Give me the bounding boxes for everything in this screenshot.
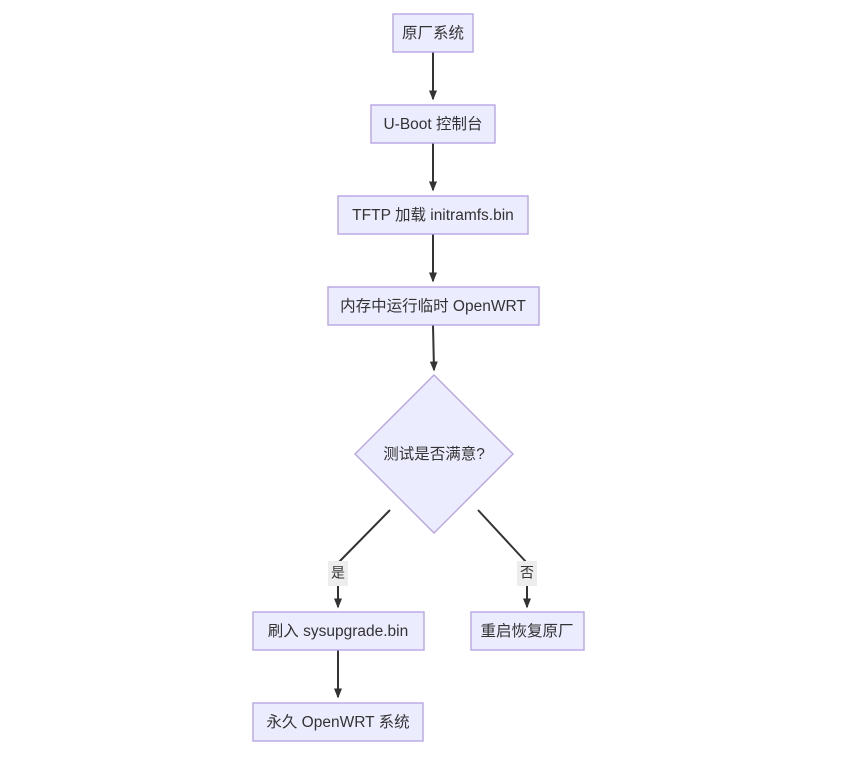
node-stock-system[interactable]: 原厂系统 (392, 13, 474, 53)
edge-label-yes-text: 是 (331, 565, 345, 581)
edge-decision-no-diagonal (477, 509, 528, 564)
node-uboot-console-label: U-Boot 控制台 (383, 115, 482, 133)
edge-ram-to-decision (429, 324, 438, 372)
node-stock-system-label: 原厂系统 (402, 24, 464, 42)
edge-decision-yes-diagonal (337, 509, 391, 564)
edge-label-yes: 是 (328, 561, 348, 586)
node-uboot-console[interactable]: U-Boot 控制台 (370, 104, 496, 144)
node-test-satisfied-decision-label: 测试是否满意? (383, 444, 485, 463)
node-reboot-restore-stock-label: 重启恢复原厂 (480, 622, 573, 640)
node-flash-sysupgrade-label: 刷入 sysupgrade.bin (268, 622, 408, 640)
node-run-temp-openwrt-in-ram-label: 内存中运行临时 OpenWRT (340, 297, 526, 315)
node-group: 原厂系统 U-Boot 控制台 TFTP 加载 initramfs.bin 内存… (252, 13, 585, 742)
node-tftp-load-initramfs-label: TFTP 加载 initramfs.bin (352, 206, 514, 224)
edge-group (334, 52, 531, 699)
node-permanent-openwrt[interactable]: 永久 OpenWRT 系统 (252, 702, 424, 742)
edge-label-no-text: 否 (520, 565, 534, 581)
node-permanent-openwrt-label: 永久 OpenWRT 系统 (266, 713, 409, 731)
edge-label-group: 是 否 (328, 561, 537, 586)
node-run-temp-openwrt-in-ram[interactable]: 内存中运行临时 OpenWRT (327, 286, 540, 326)
edge-label-no: 否 (517, 561, 537, 586)
node-flash-sysupgrade[interactable]: 刷入 sysupgrade.bin (252, 611, 425, 651)
node-tftp-load-initramfs[interactable]: TFTP 加载 initramfs.bin (337, 195, 529, 235)
node-reboot-restore-stock[interactable]: 重启恢复原厂 (470, 611, 585, 651)
node-test-satisfied-decision[interactable]: 测试是否满意? (354, 374, 514, 534)
